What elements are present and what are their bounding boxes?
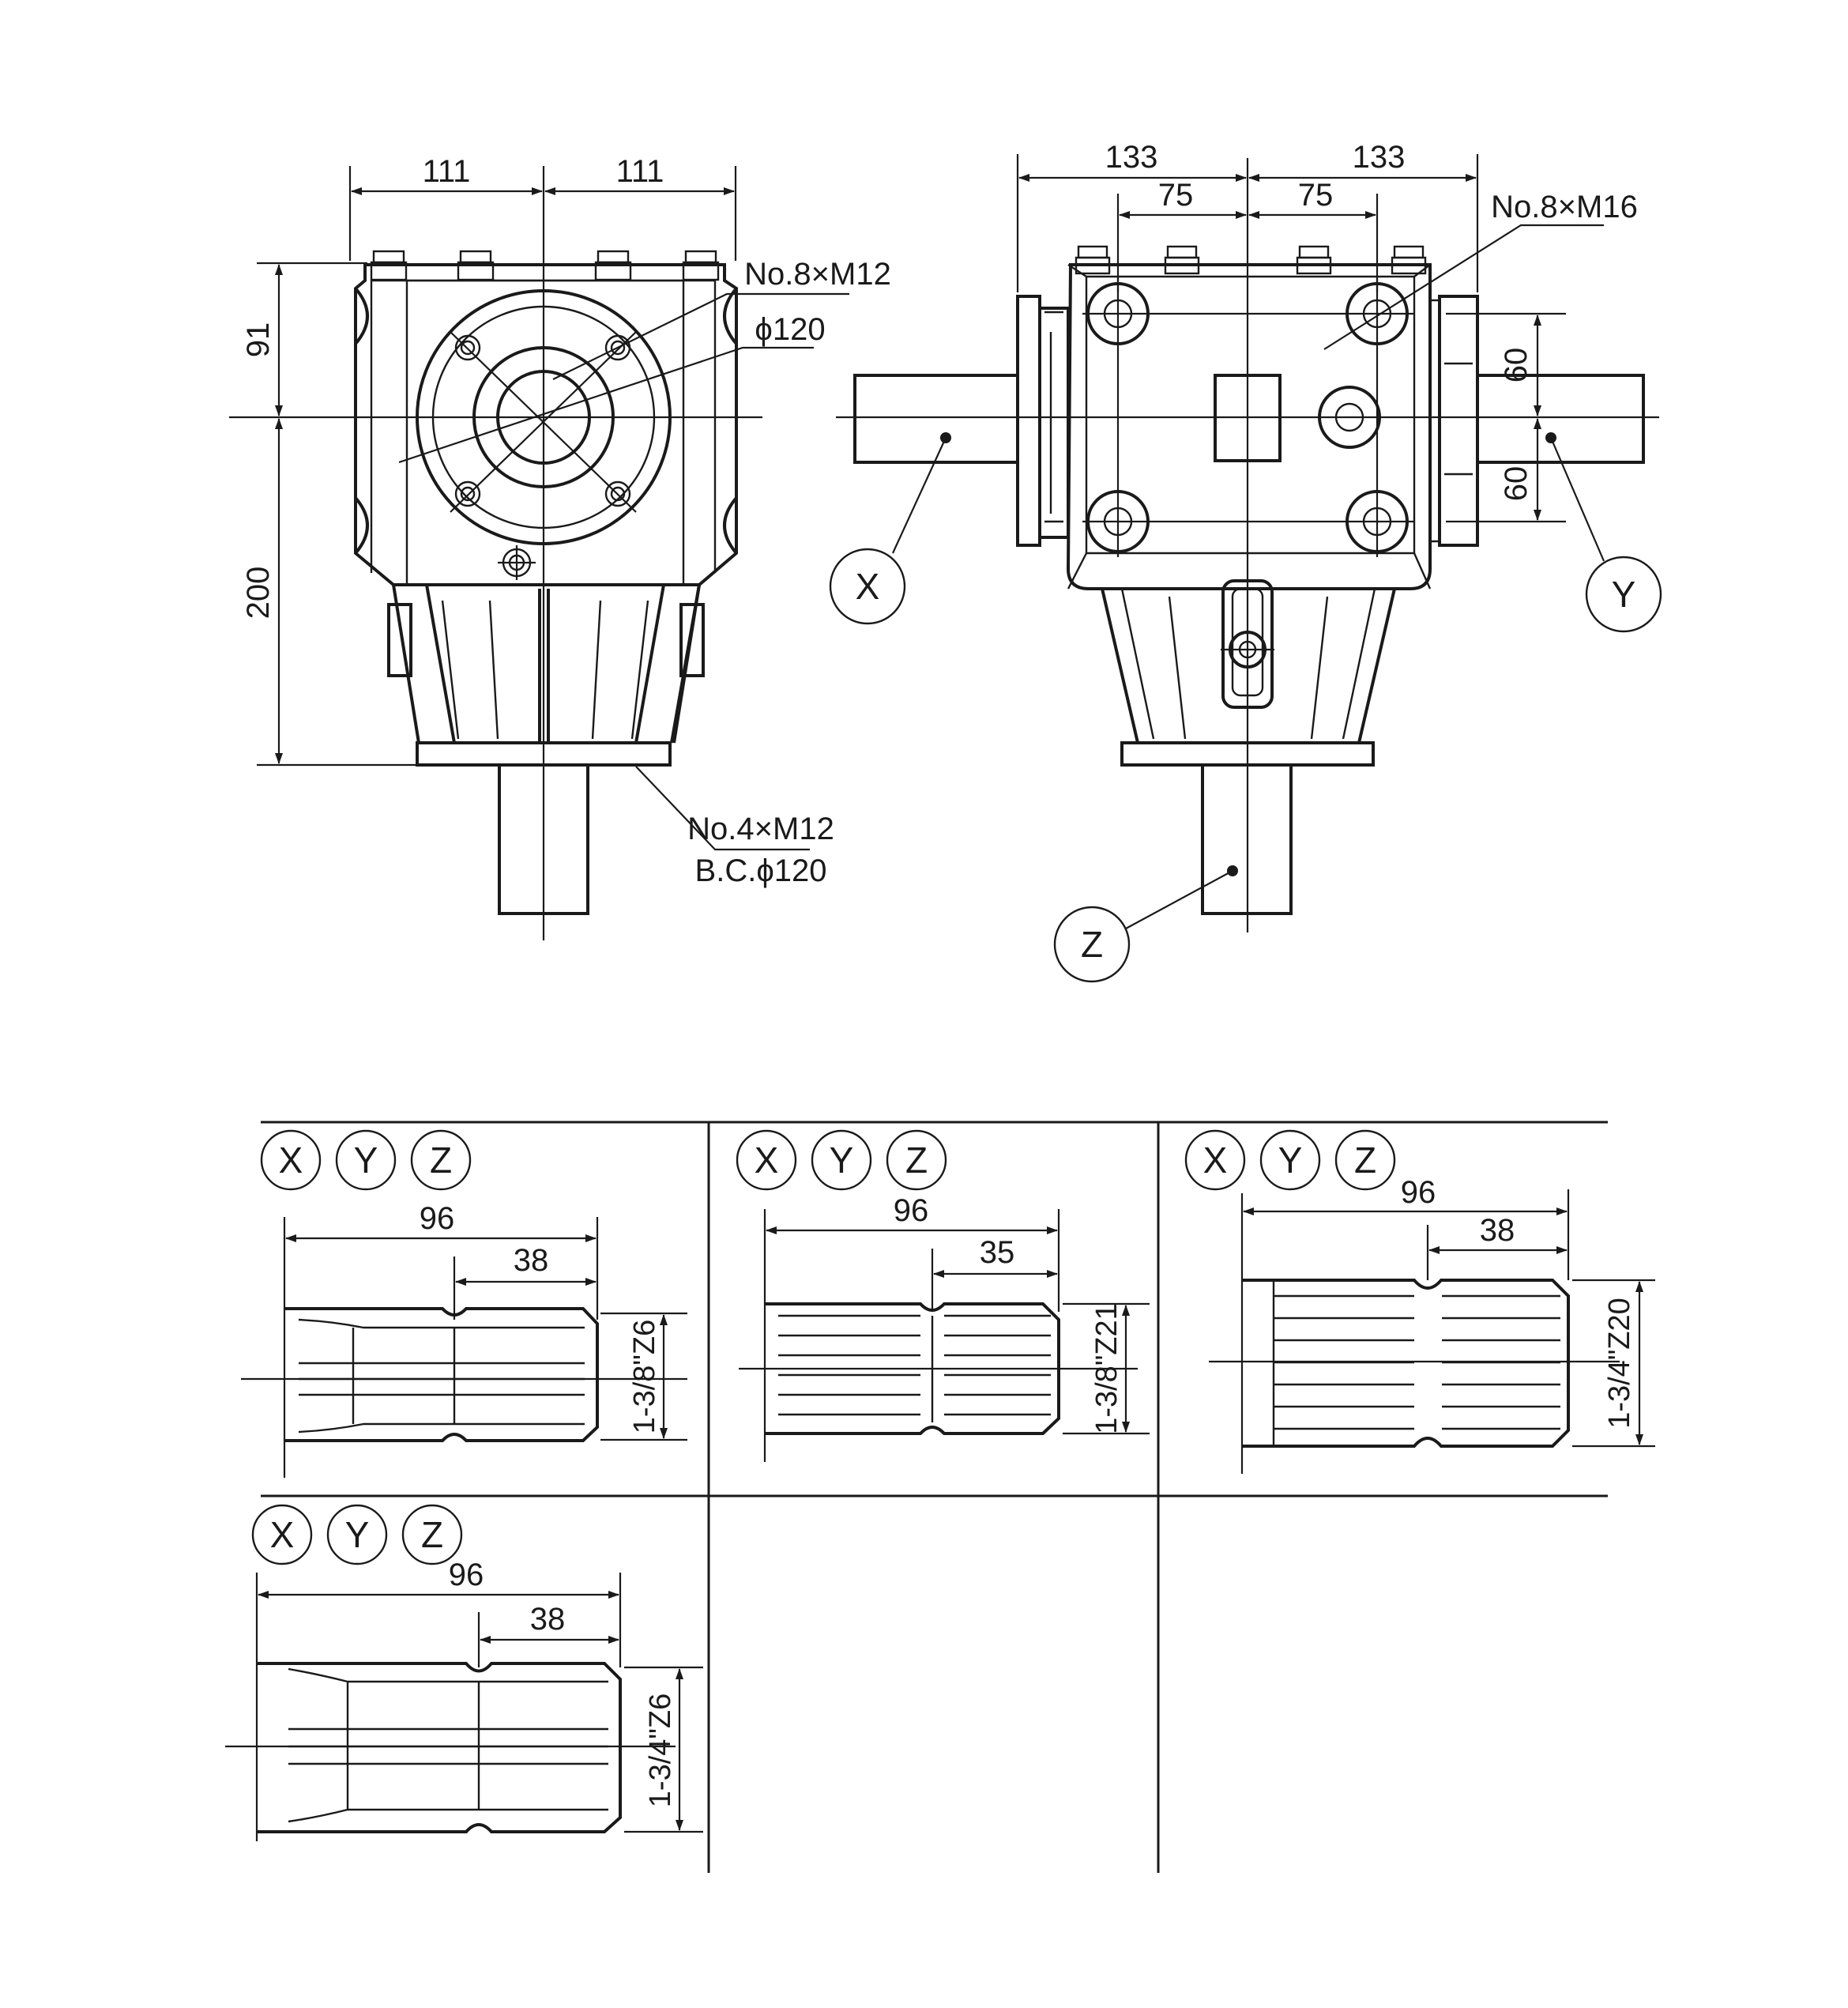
tag-z: Z xyxy=(905,1140,928,1181)
tag-y: Y xyxy=(345,1514,370,1555)
shaft-z-label: Z xyxy=(1081,924,1103,965)
shaft-y-callout: Y xyxy=(1545,432,1662,633)
left-view: 111 111 91 200 xyxy=(229,154,891,940)
option-4-length: 96 xyxy=(449,1558,484,1592)
dim-inner-right: 75 xyxy=(1298,178,1334,213)
tag-x: X xyxy=(755,1140,779,1181)
dim-side-bottom-right: 60 xyxy=(1499,466,1534,502)
shaft-z-callout: Z xyxy=(1053,865,1238,983)
tag-x: X xyxy=(270,1514,295,1555)
option-2-spec: 1-3/8"Z21 xyxy=(1090,1303,1123,1434)
shaft-options-grid xyxy=(261,1121,1608,1873)
shaft-option-3: X Y Z 96 38 1-3/4"Z20 xyxy=(1184,1129,1655,1474)
option-3-length: 96 xyxy=(1401,1175,1436,1210)
option-3-groove: 38 xyxy=(1480,1213,1515,1248)
shaft-y-label: Y xyxy=(1612,574,1636,615)
option-1-tags: X Y Z xyxy=(260,1129,472,1191)
tag-z: Z xyxy=(430,1140,452,1181)
label-bolts-left: No.8×M12 xyxy=(744,257,891,292)
dim-top-left: 111 xyxy=(423,154,471,189)
tag-x: X xyxy=(279,1140,303,1181)
dim-outer-right: 133 xyxy=(1353,140,1406,175)
option-1-spec: 1-3/8"Z6 xyxy=(628,1320,661,1433)
dim-outer-left: 133 xyxy=(1105,140,1158,175)
option-2-tags: X Y Z xyxy=(736,1129,947,1191)
option-2-length: 96 xyxy=(894,1193,929,1228)
shaft-x-callout: X xyxy=(829,432,951,625)
label-base-circle: B.C.ϕ120 xyxy=(695,853,827,888)
tag-y: Y xyxy=(830,1140,854,1181)
option-4-tags: X Y Z xyxy=(251,1504,463,1565)
option-2-groove: 35 xyxy=(980,1235,1015,1270)
option-4-groove: 38 xyxy=(530,1602,566,1637)
dim-side-top-right: 60 xyxy=(1499,348,1534,383)
option-3-tags: X Y Z xyxy=(1184,1129,1396,1191)
dim-inner-left: 75 xyxy=(1158,178,1194,213)
tag-y: Y xyxy=(354,1140,378,1181)
tag-x: X xyxy=(1203,1140,1228,1181)
dim-side-top: 91 xyxy=(241,322,276,358)
tag-z: Z xyxy=(421,1514,443,1555)
option-1-groove: 38 xyxy=(514,1243,549,1278)
dim-side-bottom: 200 xyxy=(241,567,276,620)
option-1-length: 96 xyxy=(420,1201,455,1236)
label-bolts-right: No.8×M16 xyxy=(1491,190,1638,224)
dim-top-right: 111 xyxy=(616,154,664,189)
option-3-spec: 1-3/4"Z20 xyxy=(1603,1298,1636,1429)
tag-y: Y xyxy=(1278,1140,1303,1181)
option-4-spec: 1-3/4"Z6 xyxy=(644,1693,677,1807)
label-diameter: ϕ120 xyxy=(755,312,825,347)
shaft-option-2: X Y Z 96 35 1-3/8"Z21 xyxy=(736,1129,1150,1462)
shaft-option-1: X Y Z 96 38 1-3/8"Z6 xyxy=(241,1129,687,1478)
shaft-x-label: X xyxy=(856,566,880,607)
tag-z: Z xyxy=(1354,1140,1376,1181)
label-base-bolts: No.4×M12 xyxy=(687,812,834,846)
right-view: 133 133 75 75 xyxy=(829,140,1662,983)
shaft-option-4: X Y Z 96 38 1-3/4"Z6 xyxy=(225,1504,703,1841)
